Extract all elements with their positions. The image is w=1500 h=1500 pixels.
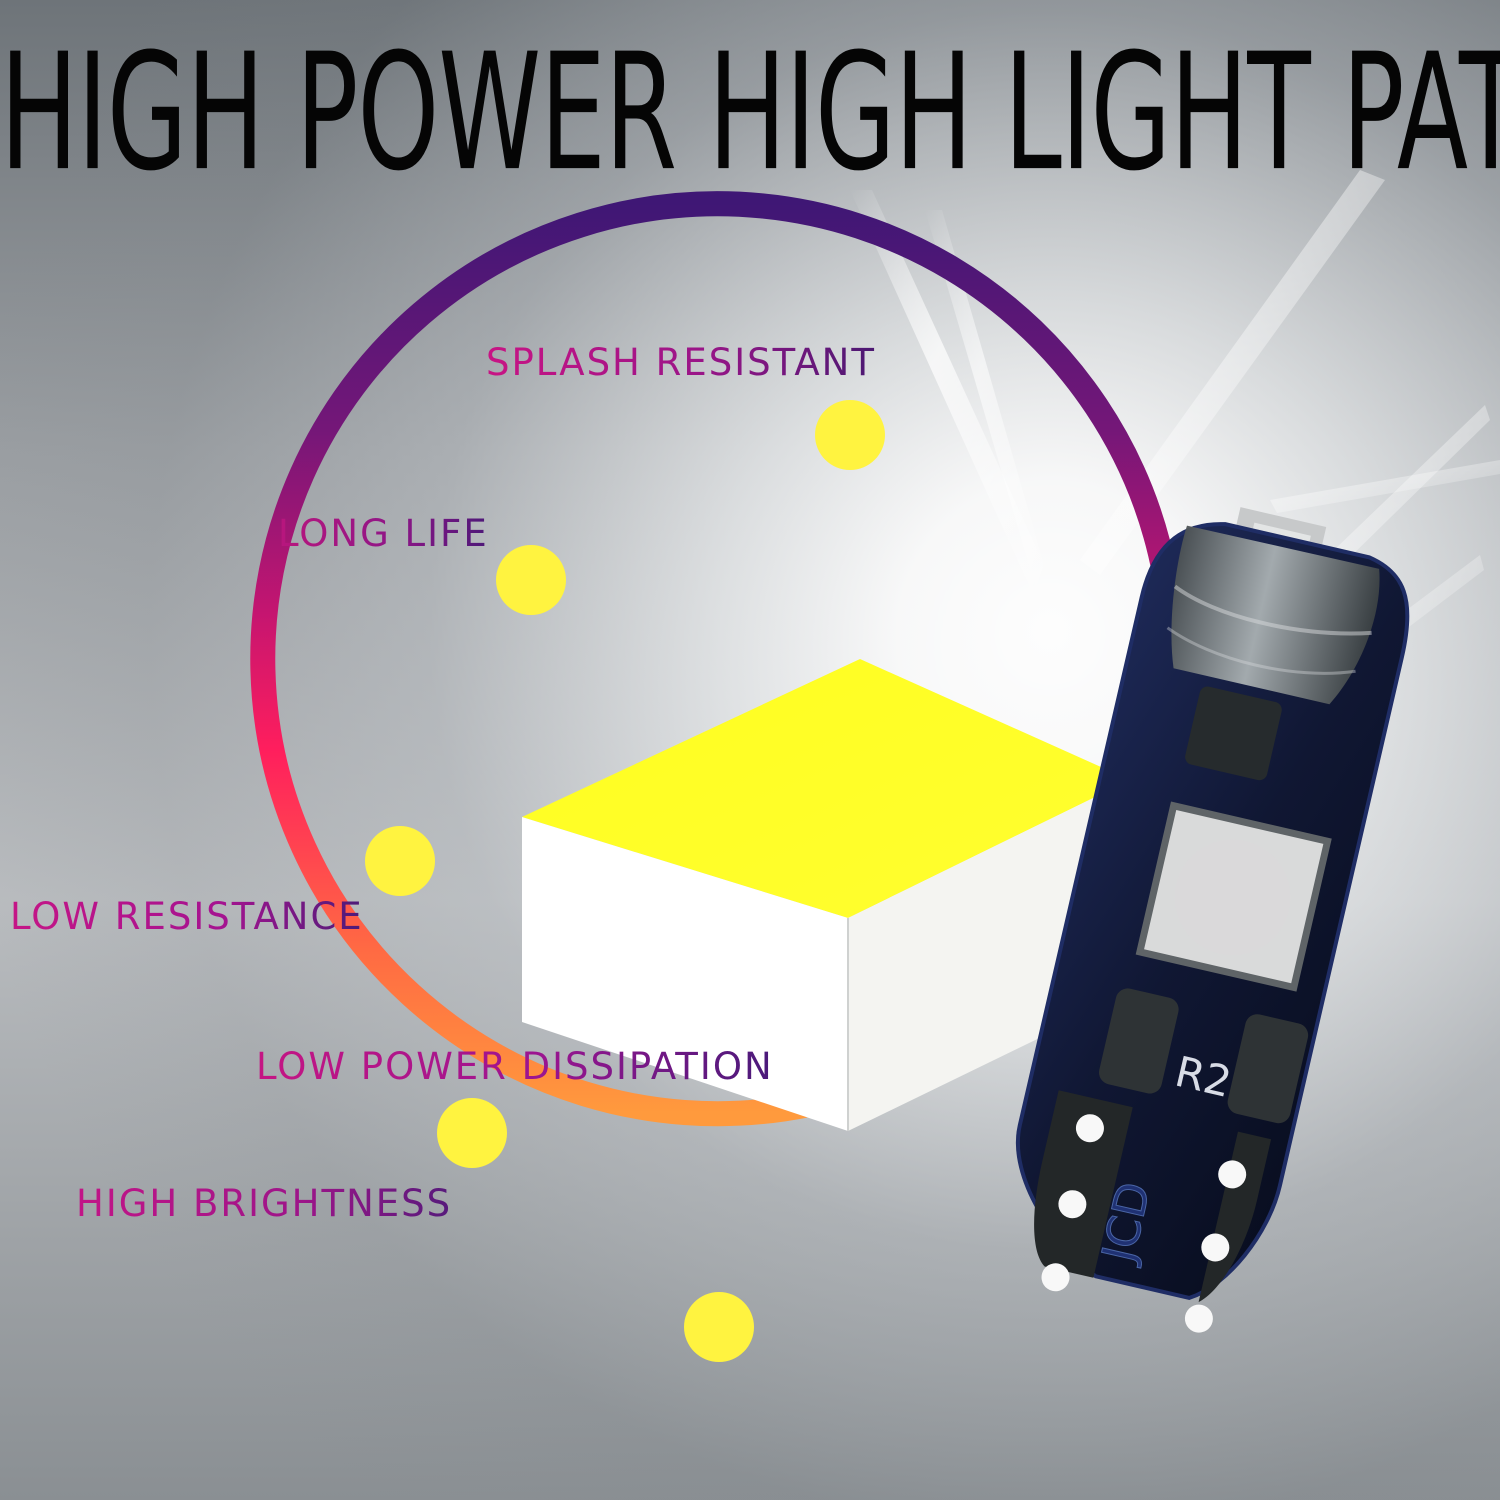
feature-dot-long-life [496, 545, 566, 615]
led-chip-icon [522, 659, 1130, 1131]
solder-pad-right [1227, 1014, 1309, 1124]
contact-dot [1041, 1263, 1070, 1292]
feature-dot-low-power [684, 1292, 754, 1362]
headline: HIGH POWER HIGH LIGHT PATCH LAMP BEAD [0, 17, 1500, 207]
transparent-cap [1171, 525, 1380, 705]
feature-dot-low-resistance [365, 826, 435, 896]
contact-strip-left [1034, 1090, 1133, 1278]
feature-label-low-resistance: LOW RESISTANCE [10, 895, 364, 938]
feature-dot-splash [815, 400, 885, 470]
contact-dot [1058, 1190, 1087, 1219]
feature-dots [365, 400, 885, 1362]
feature-label-low-power: LOW POWER DISSIPATION [256, 1045, 774, 1088]
diode-component [1185, 686, 1282, 781]
feature-label-long-life: LONG LIFE [278, 512, 489, 555]
feature-label-high-brightness: HIGH BRIGHTNESS [76, 1182, 453, 1225]
light-beams [850, 170, 1500, 702]
feature-ring [250, 191, 1178, 1127]
contact-dot [1184, 1304, 1213, 1333]
contact-dot [1075, 1114, 1104, 1143]
solder-pad-left [1099, 988, 1179, 1094]
contact-dot [1201, 1233, 1230, 1262]
contact-dot [1218, 1160, 1247, 1189]
feature-dot-high-brightness [437, 1098, 507, 1168]
feature-label-splash: SPLASH RESISTANT [486, 341, 876, 384]
t5-led-bulb-icon: R2 JCD [1016, 507, 1410, 1333]
